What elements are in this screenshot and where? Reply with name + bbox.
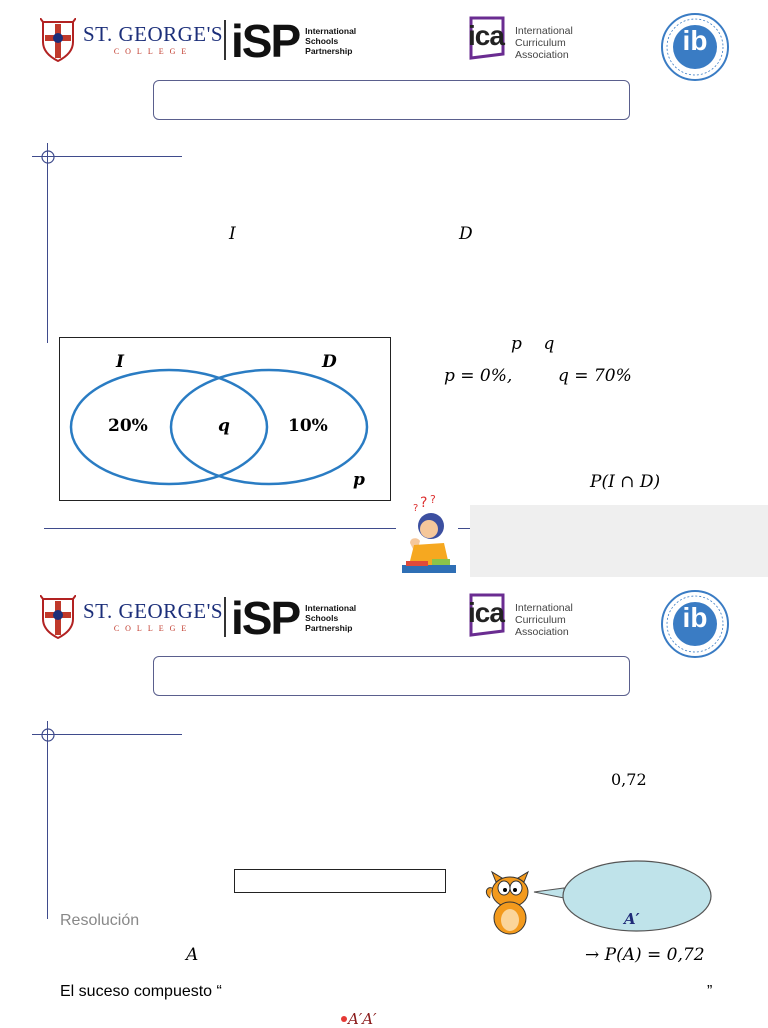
variable-i: I (229, 224, 236, 244)
p-value: p = 0%, (444, 366, 513, 386)
thinking-girl-icon: ? ? ? (402, 493, 456, 573)
right-vars: p q (511, 334, 555, 354)
header-page-1: ST. GEORGE'S COLLEGE iSP International S… (0, 0, 768, 130)
section-line-top (32, 156, 182, 158)
venn-left-value: 20% (108, 416, 148, 436)
ica-logo-icon (469, 593, 505, 637)
venn-frame (59, 337, 391, 501)
st-georges-logo: ST. GEORGE'S COLLEGE (83, 599, 224, 634)
ica-line-1: International (515, 25, 573, 37)
bottom-red-dot (341, 1016, 347, 1022)
svg-text:?: ? (420, 495, 427, 511)
isp-line-1: International (305, 603, 357, 613)
venn-right-value: 10% (288, 416, 328, 436)
venn-label-i: I (116, 352, 124, 372)
isp-mark: iSP (231, 592, 301, 644)
answer-box (234, 869, 446, 893)
isp-logo: iSP International Schools Partnership (231, 18, 356, 64)
logo-divider (224, 20, 226, 60)
bottom-math: A′A′ (348, 1010, 377, 1028)
variable-d: D (459, 224, 473, 244)
st-georges-sub: COLLEGE (113, 47, 193, 56)
shaded-box (470, 505, 768, 577)
ib-mark: ib (682, 25, 708, 56)
ica-line-1: International (515, 602, 573, 614)
ib-mark: ib (682, 602, 708, 633)
isp-line-1: International (305, 26, 357, 36)
venn-circle-d (169, 368, 369, 486)
svg-text:?: ? (413, 503, 418, 514)
isp-line-3: Partnership (305, 623, 353, 633)
cloud-label: A′ (624, 910, 640, 928)
section-line-bottom (44, 528, 396, 530)
value-072: 0,72 (611, 770, 647, 789)
ica-line-3: Association (515, 49, 569, 61)
speech-cloud-icon (533, 860, 712, 932)
isp-mark: iSP (231, 15, 301, 67)
section-marker-icon (41, 150, 55, 164)
section-line-top (32, 734, 182, 736)
section-line-left (47, 721, 49, 919)
isp-line-3: Partnership (305, 46, 353, 56)
compound-event-text: El suceso compuesto “ (60, 983, 222, 1000)
ica-text: International Curriculum Association (515, 25, 573, 61)
event-a: A (186, 945, 199, 965)
isp-logo: iSP International Schools Partnership (231, 595, 356, 641)
st-georges-crest-icon (40, 595, 76, 639)
st-georges-logo: ST. GEORGE'S COLLEGE (83, 22, 224, 57)
logo-divider (224, 597, 226, 637)
venn-outside-value: p (353, 470, 365, 490)
section-line-left (47, 143, 49, 343)
section-line-bottom-right (458, 528, 470, 530)
q-value: q = 70% (558, 366, 632, 386)
venn-label-d: D (322, 352, 337, 372)
ib-seal-icon (661, 13, 729, 81)
st-georges-crest-icon (40, 18, 76, 62)
ica-mark: ica (468, 20, 505, 51)
ica-logo-icon (469, 16, 505, 60)
venn-diagram (69, 368, 369, 486)
st-georges-sub: COLLEGE (113, 624, 193, 633)
ib-seal-icon (661, 590, 729, 658)
ica-text: International Curriculum Association (515, 602, 573, 638)
st-georges-name: ST. GEORGE'S (83, 599, 224, 623)
header-page-2: ST. GEORGE'S COLLEGE iSP International S… (0, 582, 768, 712)
title-box (153, 80, 630, 120)
prob-intersection: P(I ∩ D) (590, 472, 661, 492)
isp-line-2: Schools (305, 36, 339, 46)
garfield-icon (485, 870, 530, 935)
ica-line-2: Curriculum (515, 37, 566, 49)
section-marker-icon (41, 728, 55, 742)
title-box (153, 656, 630, 696)
ica-line-3: Association (515, 626, 569, 638)
venn-center-value: q (218, 416, 230, 436)
resolution-label: Resolución (60, 912, 140, 929)
compound-event-close: ” (707, 983, 713, 1000)
st-georges-name: ST. GEORGE'S (83, 22, 224, 46)
ica-line-2: Curriculum (515, 614, 566, 626)
isp-line-2: Schools (305, 613, 339, 623)
venn-circle-i (69, 368, 269, 486)
ica-mark: ica (468, 597, 505, 628)
svg-text:?: ? (430, 493, 436, 506)
prob-a: → P(A) = 0,72 (585, 945, 705, 965)
